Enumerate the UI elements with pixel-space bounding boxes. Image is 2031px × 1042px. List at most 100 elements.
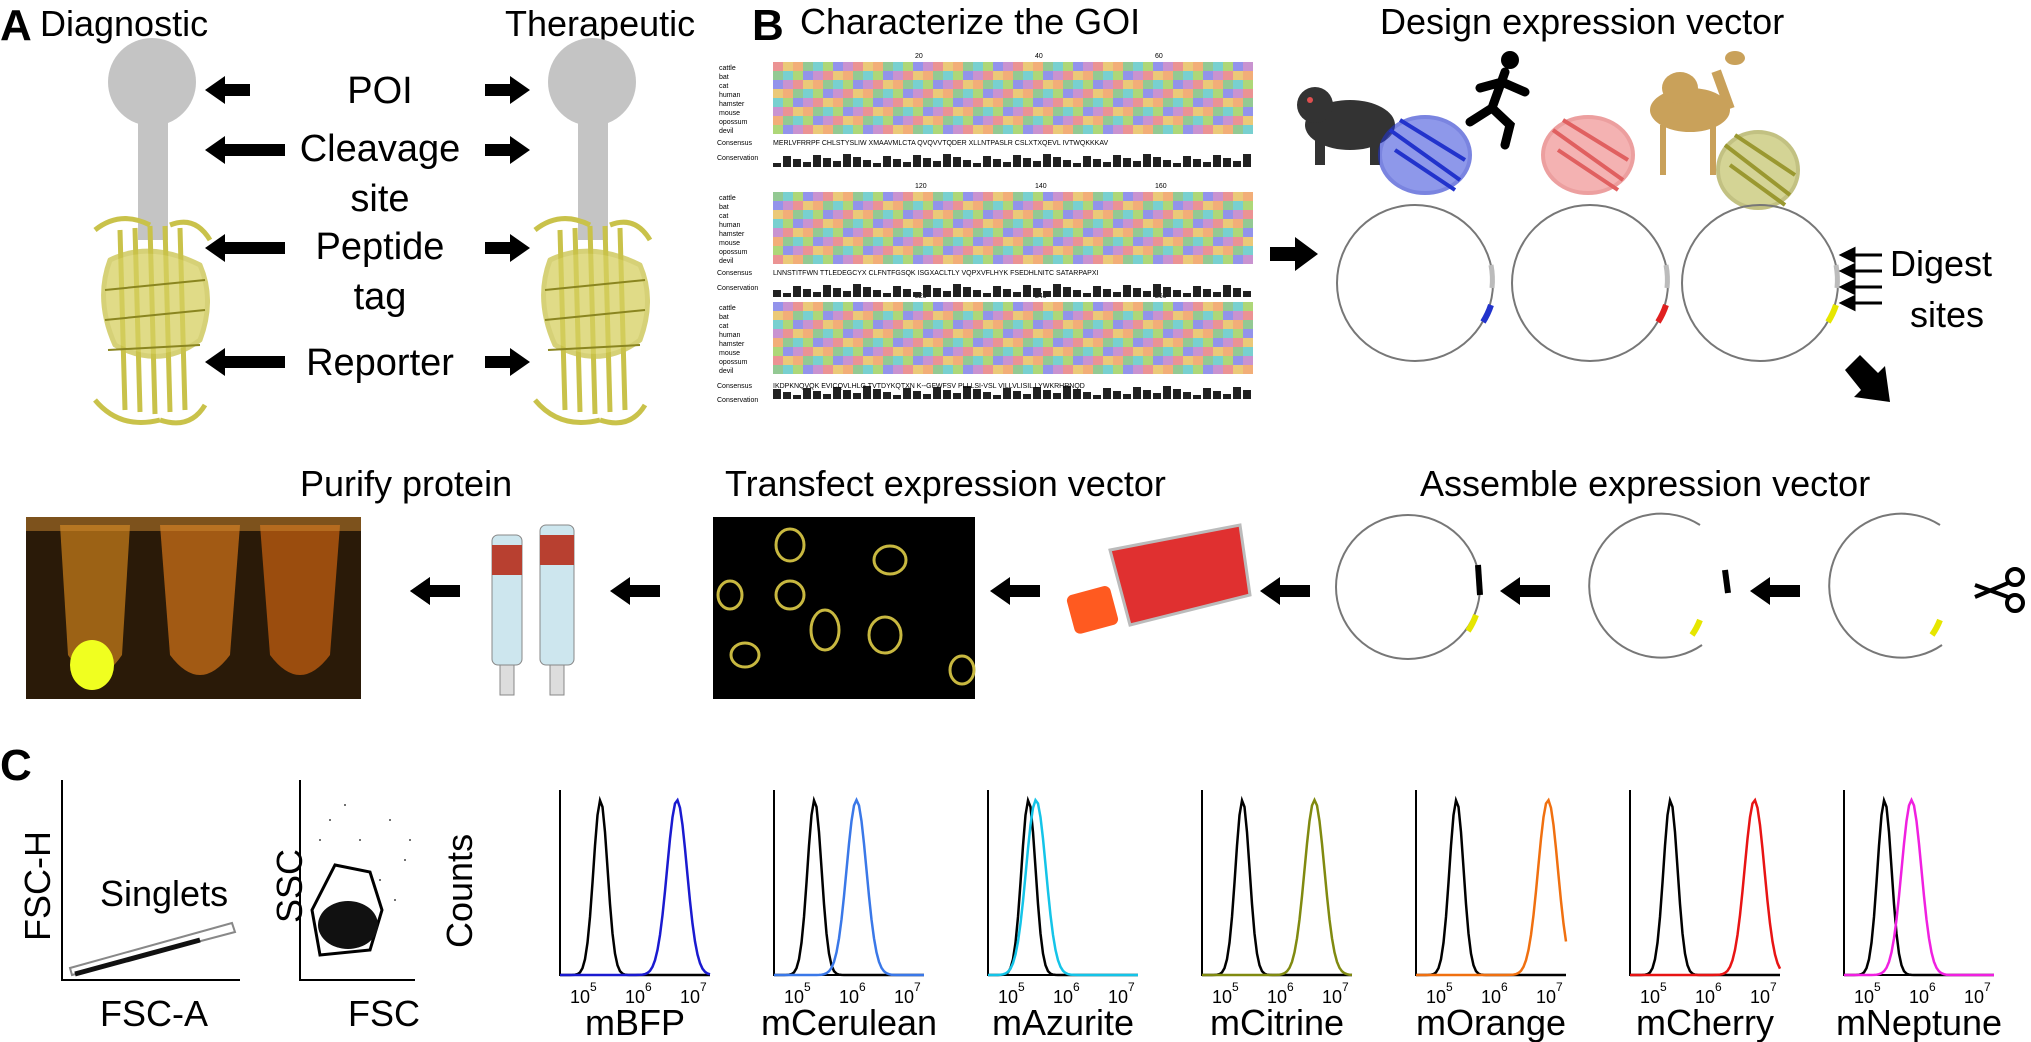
ssc-fsc-plot — [299, 780, 415, 981]
alignment-cell — [803, 246, 813, 255]
conservation-bar — [1023, 285, 1031, 297]
runner-icon — [1465, 51, 1530, 150]
species-label: mouse — [719, 240, 740, 247]
conservation-bar — [1093, 286, 1101, 297]
alignment-cell — [953, 62, 963, 71]
alignment-cell — [1213, 356, 1223, 365]
conservation-bar — [1083, 156, 1091, 167]
alignment-cell — [963, 89, 973, 98]
alignment-cell — [873, 356, 883, 365]
alignment-cell — [1233, 302, 1243, 311]
plasmid-digested — [1828, 512, 1943, 659]
alignment-cell — [783, 201, 793, 210]
alignment-cell — [983, 210, 993, 219]
alignment-cell — [1073, 311, 1083, 320]
alignment-cell — [1233, 107, 1243, 116]
ruler-tick: 60 — [1155, 53, 1163, 60]
alignment-cell — [813, 98, 823, 107]
alignment-cell — [1043, 192, 1053, 201]
conservation-bar — [913, 292, 921, 297]
conservation-bar — [973, 389, 981, 399]
alignment-cell — [883, 201, 893, 210]
conservation-bar — [1063, 160, 1071, 167]
alignment-cell — [1113, 125, 1123, 134]
alignment-cell — [1193, 237, 1203, 246]
tick-exponent: 6 — [1073, 980, 1080, 994]
alignment-cell — [1223, 107, 1233, 116]
alignment-cell — [1063, 347, 1073, 356]
alignment-cell — [1163, 356, 1173, 365]
conservation-bar — [833, 387, 841, 399]
alignment-cell — [803, 219, 813, 228]
alignment-cell — [1143, 89, 1153, 98]
alignment-cell — [1133, 356, 1143, 365]
tick-label: 10 — [1640, 987, 1660, 1007]
alignment-cell — [953, 237, 963, 246]
alignment-cell — [783, 237, 793, 246]
alignment-cell — [863, 125, 873, 134]
alignment-cell — [833, 62, 843, 71]
alignment-cell — [1173, 116, 1183, 125]
alignment-cell — [1043, 89, 1053, 98]
alignment-cell — [1223, 356, 1233, 365]
alignment-cell — [1093, 311, 1103, 320]
alignment-cell — [1133, 192, 1143, 201]
alignment-cell — [1113, 107, 1123, 116]
alignment-cell — [1243, 320, 1253, 329]
conservation-bar — [913, 155, 921, 167]
alignment-cell — [793, 62, 803, 71]
alignment-cell — [1193, 347, 1203, 356]
sites-label: sites — [1910, 294, 1985, 335]
alignment-cell — [863, 338, 873, 347]
alignment-cell — [803, 107, 813, 116]
alignment-cell — [843, 98, 853, 107]
alignment-cell — [913, 237, 923, 246]
alignment-cell — [1203, 347, 1213, 356]
alignment-cell — [1113, 329, 1123, 338]
alignment-cell — [1053, 201, 1063, 210]
alignment-cell — [1073, 219, 1083, 228]
alignment-cell — [1043, 320, 1053, 329]
alignment-cell — [903, 71, 913, 80]
alignment-cell — [1223, 219, 1233, 228]
conservation-bar — [843, 390, 851, 399]
alignment-cell — [1083, 338, 1093, 347]
conservation-bar — [863, 386, 871, 399]
alignment-cell — [903, 365, 913, 374]
alignment-cell — [833, 201, 843, 210]
alignment-cell — [943, 320, 953, 329]
alignment-cell — [1063, 329, 1073, 338]
alignment-cell — [793, 98, 803, 107]
alignment-cell — [1073, 210, 1083, 219]
conservation-bar — [1053, 157, 1061, 167]
alignment-cell — [773, 62, 783, 71]
alignment-cell — [933, 329, 943, 338]
alignment-cell — [1183, 80, 1193, 89]
alignment-cell — [1113, 192, 1123, 201]
alignment-cell — [843, 338, 853, 347]
alignment-cell — [1053, 219, 1063, 228]
alignment-cell — [1033, 338, 1043, 347]
alignment-cell — [803, 71, 813, 80]
alignment-cell — [773, 329, 783, 338]
alignment-cell — [953, 365, 963, 374]
alignment-cell — [1143, 192, 1153, 201]
alignment-cell — [1133, 311, 1143, 320]
alignment-cell — [963, 125, 973, 134]
alignment-cell — [1243, 338, 1253, 347]
alignment-cell — [1123, 338, 1133, 347]
alignment-cell — [1133, 210, 1143, 219]
alignment-cell — [973, 311, 983, 320]
alignment-cell — [1003, 125, 1013, 134]
alignment-cell — [1243, 80, 1253, 89]
conservation-bar — [1113, 155, 1121, 167]
alignment-cell — [883, 125, 893, 134]
reporter-protein-left — [93, 216, 213, 426]
alignment-cell — [1163, 219, 1173, 228]
tick-label: 10 — [998, 987, 1018, 1007]
alignment-cell — [813, 228, 823, 237]
alignment-cell — [923, 356, 933, 365]
alignment-cell — [923, 237, 933, 246]
alignment-cell — [963, 255, 973, 264]
alignment-cell — [1153, 228, 1163, 237]
